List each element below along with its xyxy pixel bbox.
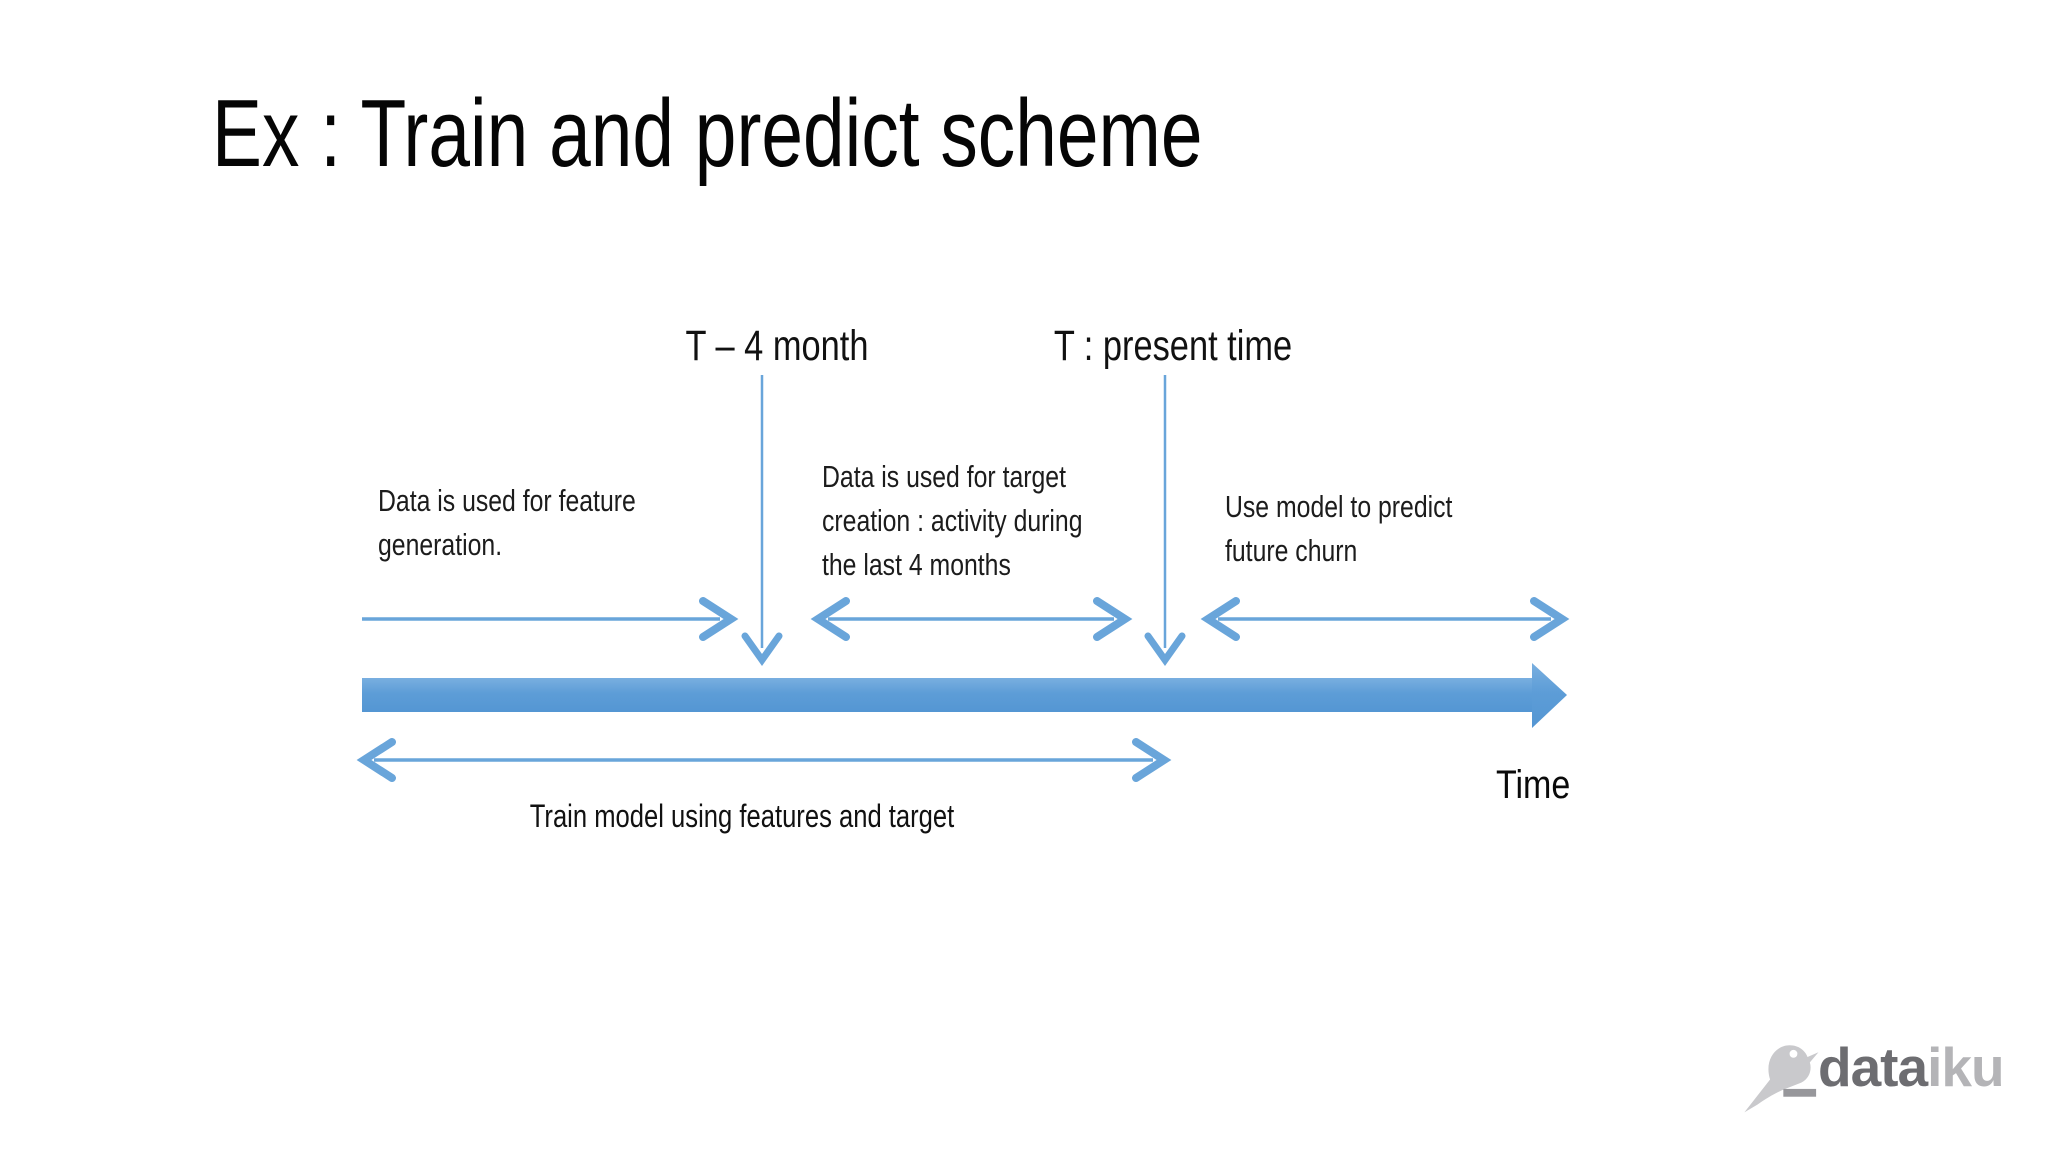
dataiku-logo: dataiku	[1742, 1040, 2042, 1120]
t-minus-4-marker-line	[741, 375, 783, 667]
bird-icon	[1744, 1045, 1819, 1113]
logo-text-data: data	[1818, 1036, 1928, 1098]
page-title: Ex : Train and predict scheme	[212, 80, 1203, 187]
train-span-arrow	[356, 738, 1172, 782]
feature-generation-text: Data is used for feature generation.	[378, 483, 636, 562]
timeline-bar	[362, 663, 1567, 728]
t-present-marker-line	[1144, 375, 1186, 667]
predict-period-arrow	[1200, 597, 1570, 641]
logo-text-iku: iku	[1927, 1036, 2004, 1098]
logo-wordmark: dataiku	[1818, 1040, 2005, 1095]
train-model-caption: Train model using features and target	[529, 798, 955, 834]
target-period-arrow	[810, 597, 1133, 641]
feature-period-arrow	[362, 597, 739, 641]
t-present-label: T : present time	[1053, 322, 1293, 370]
time-axis-label: Time	[1496, 763, 1571, 807]
predict-churn-text: Use model to predict future churn	[1225, 489, 1453, 568]
t-minus-4-label: T – 4 month	[685, 322, 869, 370]
target-creation-text: Data is used for target creation : activ…	[822, 459, 1083, 582]
